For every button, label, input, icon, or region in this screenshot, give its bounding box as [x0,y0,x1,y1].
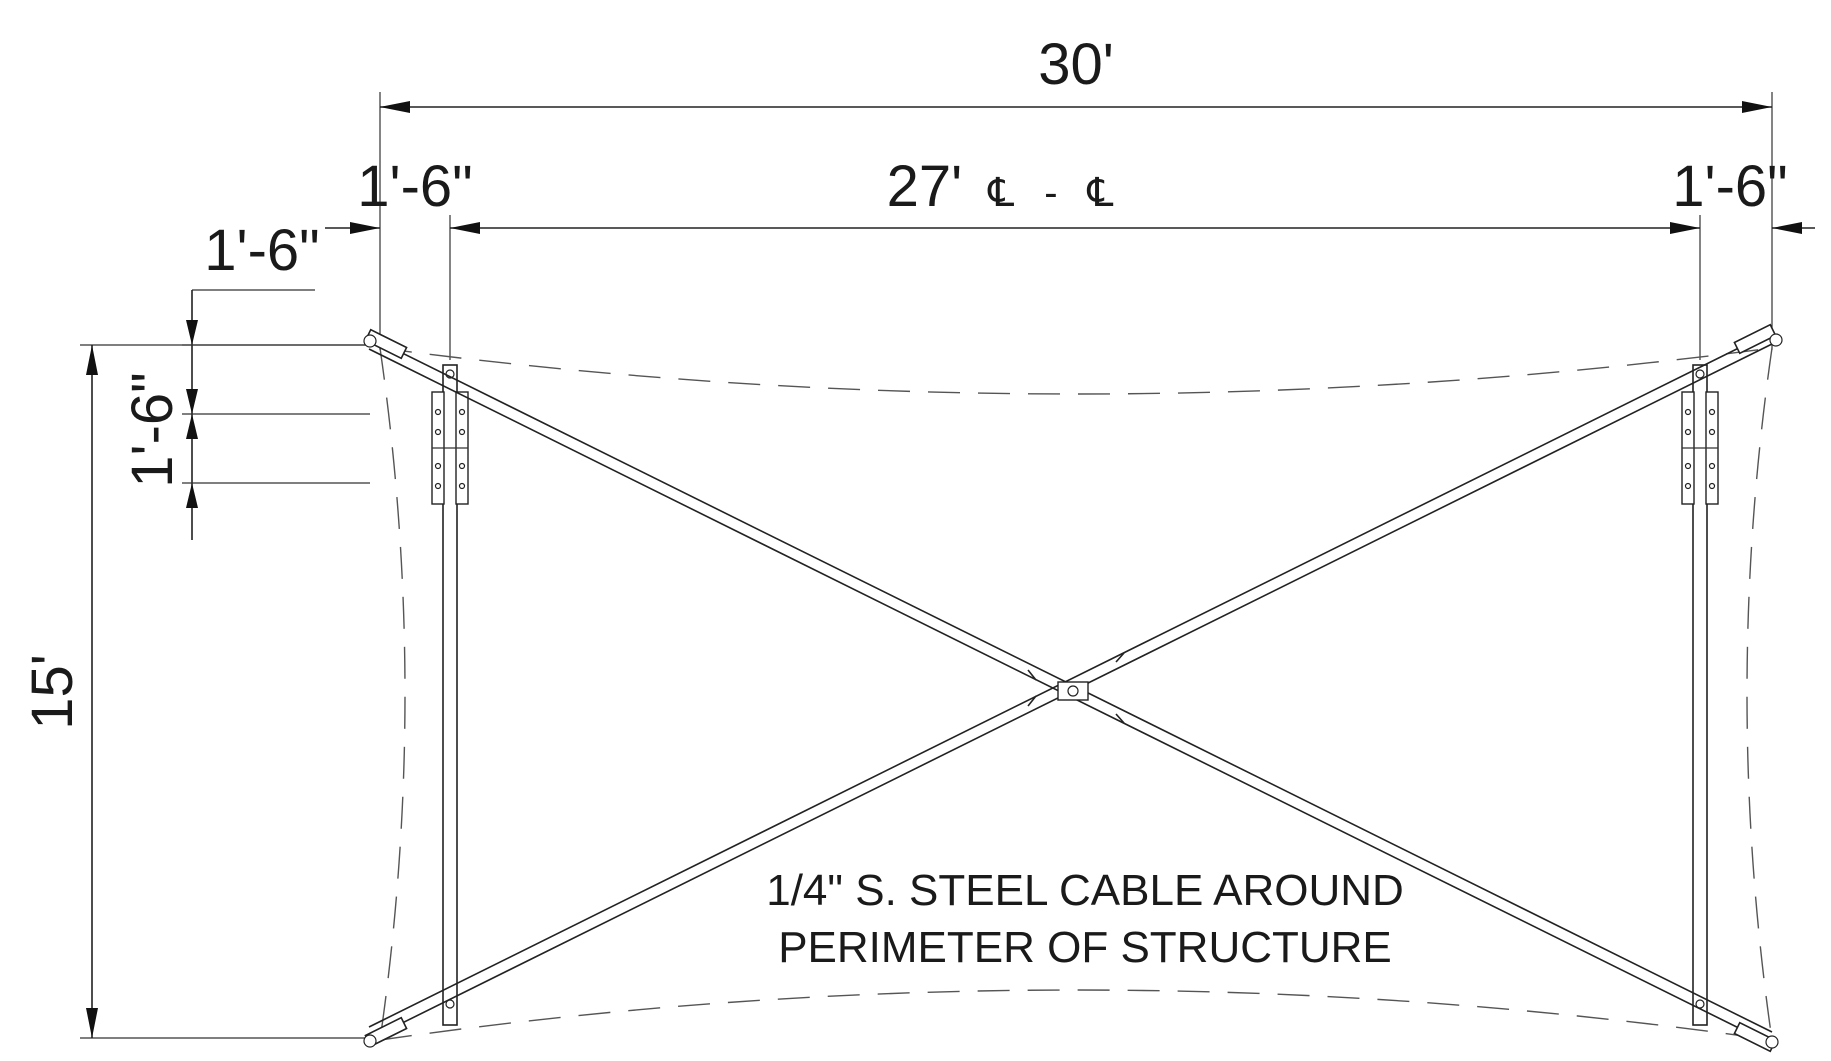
offset-top-left-label: 1'-6" [357,154,473,219]
right-pole [1681,364,1719,1026]
left-pole [431,364,469,1026]
offset-left-vertical-label: 1'-6" [120,372,185,488]
top-offset-dimensions: 1'-6" 1'-6" [357,154,1815,234]
overall-height-label: 15' [20,654,85,730]
centerline-width-dimension: 27' ℄ - ℄ [449,154,1701,360]
note-line-2: PERIMETER OF STRUCTURE [778,923,1392,972]
note-line-1: 1/4" S. STEEL CABLE AROUND [766,866,1404,915]
centerline-width-label: 27' ℄ - ℄ [887,154,1114,219]
cable-note: 1/4" S. STEEL CABLE AROUND PERIMETER OF … [766,866,1404,972]
left-horizontal-offset-dimension: 1'-6" [204,218,380,283]
offset-left-horizontal-label: 1'-6" [204,218,320,283]
offset-top-right-label: 1'-6" [1672,154,1788,219]
center-hub [1057,681,1089,701]
fabric-outline [379,347,1773,1041]
centerline-symbol: ℄ [1087,171,1114,215]
left-vertical-offset-dimension: 1'-6" [120,289,370,540]
centerline-symbol: ℄ [987,171,1014,215]
overall-height-dimension: 15' [20,344,370,1039]
overall-width-label: 30' [1038,32,1114,97]
overall-width-dimension: 30' [379,32,1773,350]
